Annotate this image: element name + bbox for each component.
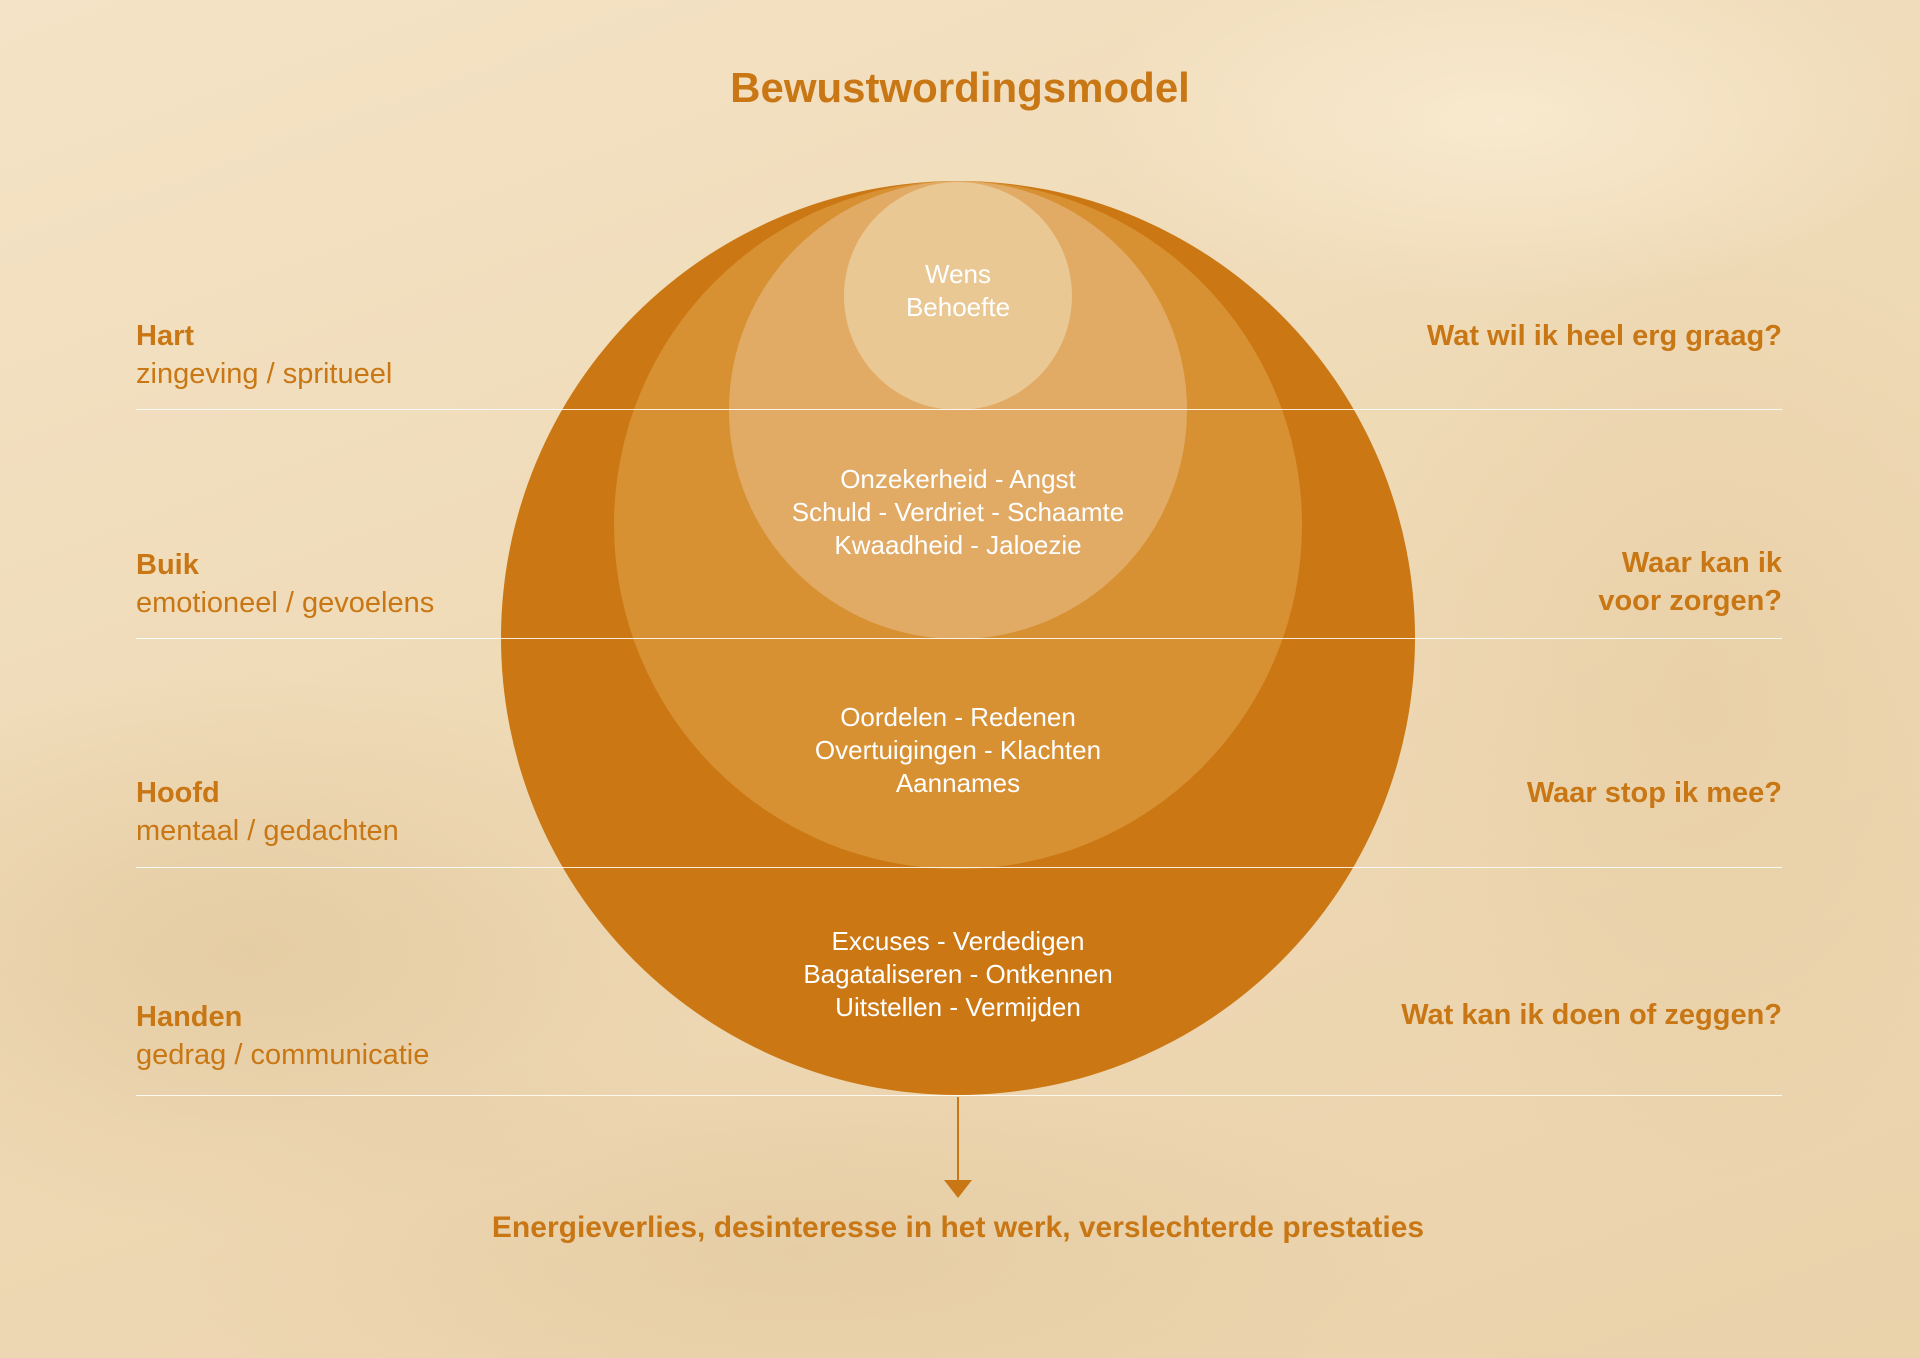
level-subtitle: mentaal / gedachten <box>136 815 399 847</box>
level-title: Handen <box>136 1001 243 1033</box>
question-line: Waar kan ik <box>1621 547 1782 579</box>
level-label-handen: Handen gedrag / communicatie <box>136 998 429 1074</box>
ring-line: Aannames <box>895 768 1021 798</box>
level-subtitle: emotioneel / gevoelens <box>136 587 435 619</box>
conclusion-text: Energieverlies, desinteresse in het werk… <box>491 1211 1425 1244</box>
page-title: Bewustwordingsmodel <box>730 64 1190 111</box>
level-title: Hoofd <box>136 777 220 809</box>
divider-line <box>136 1095 1782 1096</box>
divider-line <box>136 638 1782 639</box>
question-line: Waar stop ik mee? <box>1526 777 1782 809</box>
level-label-buik: Buik emotioneel / gevoelens <box>136 546 434 622</box>
ring-line: Oordelen - Redenen <box>840 702 1076 732</box>
ring-line: Behoefte <box>905 292 1011 322</box>
level-title: Buik <box>136 549 199 581</box>
question-line: Wat wil ik heel erg graag? <box>1426 320 1782 352</box>
ring-line: Wens <box>925 259 991 289</box>
question-handen: Wat kan ik doen of zeggen? <box>1401 996 1782 1034</box>
question-hoofd: Waar stop ik mee? <box>1527 774 1782 812</box>
ring-line: Schuld - Verdriet - Schaamte <box>791 497 1125 527</box>
ring-line: Onzekerheid - Angst <box>840 464 1076 494</box>
question-buik: Waar kan ik voor zorgen? <box>1598 544 1782 620</box>
level-label-hoofd: Hoofd mentaal / gedachten <box>136 774 399 850</box>
question-hart: Wat wil ik heel erg graag? <box>1427 317 1782 355</box>
question-line: Wat kan ik doen of zeggen? <box>1401 999 1782 1031</box>
ring-text-inner: Wens Behoefte <box>608 258 1308 324</box>
ring-line: Kwaadheid - Jaloezie <box>834 530 1082 560</box>
ring-line: Uitstellen - Vermijden <box>835 992 1081 1022</box>
level-subtitle: gedrag / communicatie <box>136 1039 430 1071</box>
divider-line <box>136 867 1782 868</box>
arrow-head <box>944 1180 972 1198</box>
ring-line: Bagataliseren - Ontkennen <box>803 959 1113 989</box>
ring-line: Excuses - Verdedigen <box>831 926 1085 956</box>
divider-line <box>136 409 1782 410</box>
level-subtitle: zingeving / spritueel <box>136 358 393 390</box>
ring-text-third: Onzekerheid - Angst Schuld - Verdriet - … <box>608 463 1308 562</box>
level-label-hart: Hart zingeving / spritueel <box>136 317 392 393</box>
ring-text-second: Oordelen - Redenen Overtuigingen - Klach… <box>608 701 1308 800</box>
level-title: Hart <box>136 320 195 352</box>
ring-line: Overtuigingen - Klachten <box>814 735 1102 765</box>
ring-text-outer: Excuses - Verdedigen Bagataliseren - Ont… <box>608 925 1308 1024</box>
inner-circle <box>844 182 1072 410</box>
question-line: voor zorgen? <box>1598 585 1782 617</box>
